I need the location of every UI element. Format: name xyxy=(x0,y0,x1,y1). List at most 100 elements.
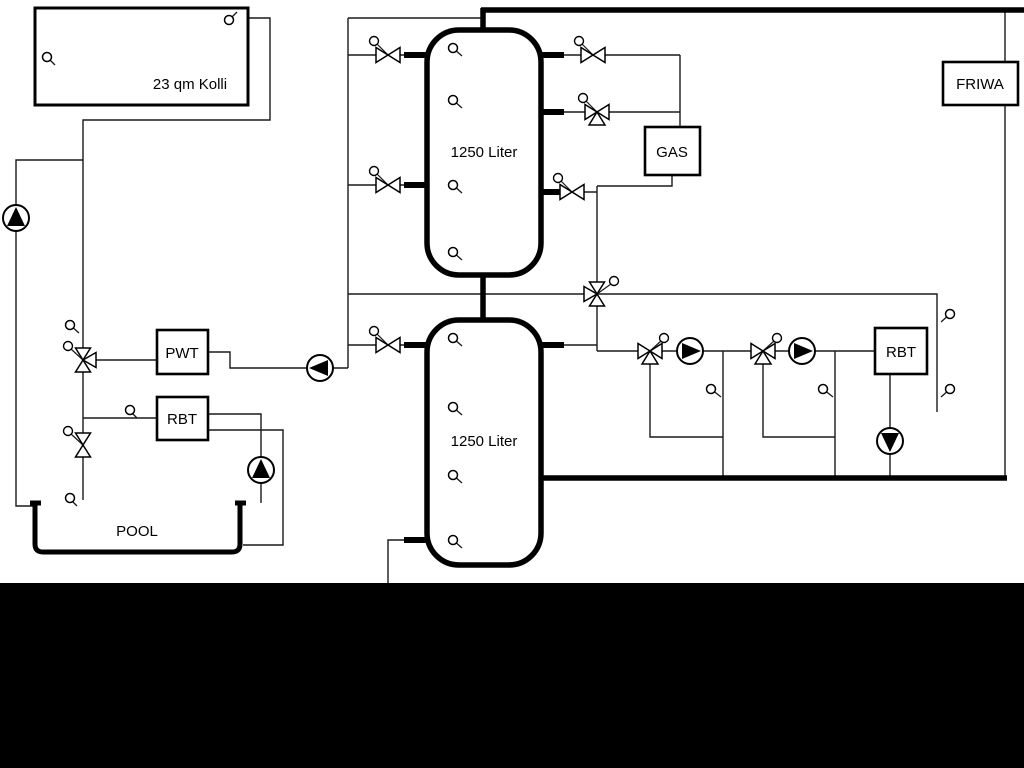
valve-tank2-left xyxy=(368,325,401,354)
three-way-valve-circuitB xyxy=(750,332,783,365)
temperature-sensor-icon xyxy=(447,332,459,344)
pool-pump xyxy=(247,456,275,484)
three-way-valve-distribution xyxy=(583,275,620,307)
three-way-valve-icon xyxy=(74,358,92,373)
actuator-icon xyxy=(658,332,670,344)
pump-arrow-down-icon xyxy=(881,433,899,452)
temperature-sensor-icon xyxy=(64,492,76,504)
three-way-valve-icon xyxy=(588,292,606,307)
rbt-right-box xyxy=(873,326,929,376)
solar-pump xyxy=(2,204,30,232)
gas-label: GAS xyxy=(656,144,688,161)
rbt-right: RBT xyxy=(873,326,929,376)
three-way-valve-icon xyxy=(761,342,776,360)
actuator-icon xyxy=(573,35,585,47)
actuator-icon xyxy=(62,340,74,352)
tank-body xyxy=(424,317,544,568)
circuitB-pump xyxy=(788,337,816,365)
solar-collector: 23 qm Kolli xyxy=(33,6,250,107)
valve-icon xyxy=(386,336,401,354)
pipe-circuitA-bypass xyxy=(649,351,723,438)
pool-label: POOL xyxy=(116,523,158,540)
tank-body xyxy=(424,27,544,278)
temperature-sensor-icon xyxy=(447,179,459,191)
pipe-gas-return xyxy=(597,175,673,187)
valve-icon xyxy=(559,183,574,201)
actuator-icon xyxy=(368,35,380,47)
letterbox-bottom xyxy=(0,583,1024,768)
temperature-sensor-icon xyxy=(124,404,136,416)
actuator-icon xyxy=(368,165,380,177)
rbt-left-box xyxy=(155,395,210,442)
valve-tank1-mid-left xyxy=(368,165,401,194)
pipe-cross-line xyxy=(348,293,938,412)
valve-icon xyxy=(591,46,606,64)
actuator-icon xyxy=(771,332,783,344)
valve-icon xyxy=(74,432,92,447)
pump-arrow-right-icon xyxy=(682,343,701,359)
pipe-pwt-out xyxy=(208,351,348,369)
pool-basin xyxy=(32,502,243,555)
sensors xyxy=(41,11,956,549)
three-way-valve-icon xyxy=(588,281,606,296)
temperature-sensor-icon xyxy=(223,14,235,26)
gas-box xyxy=(643,125,702,177)
valve-pool-line xyxy=(62,425,92,458)
actuator-icon xyxy=(552,172,564,184)
friwa-station: FRIWA xyxy=(941,60,1020,107)
pipe-collector-drop xyxy=(82,17,271,500)
rbt-left: RBT xyxy=(155,395,210,442)
three-way-valve-icon xyxy=(587,110,607,126)
three-way-valve-icon xyxy=(595,103,610,121)
three-way-valve-icon xyxy=(584,103,599,121)
three-way-valve-icon xyxy=(81,351,97,369)
pipe-tank2-bottom-out xyxy=(387,539,405,584)
actuator-icon xyxy=(62,425,74,437)
temperature-sensor-icon xyxy=(447,534,459,546)
valve-icon xyxy=(74,443,92,458)
pwt-heat-exchanger: PWT xyxy=(155,328,210,376)
rbt-right-label: RBT xyxy=(886,344,916,361)
circuitA-pump xyxy=(676,337,704,365)
pwt-box xyxy=(155,328,210,376)
pump-arrow-up-icon xyxy=(7,207,25,226)
temperature-sensor-icon xyxy=(447,246,459,258)
pipe-circuitB-bypass xyxy=(762,351,835,438)
buffer-tank-lower: 1250 Liter xyxy=(424,317,544,568)
temperature-sensor-icon xyxy=(41,51,53,63)
valve-icon xyxy=(375,46,390,64)
actuator-icon xyxy=(577,92,589,104)
three-way-valve-icon xyxy=(640,349,660,365)
pump-arrow-right-icon xyxy=(794,343,813,359)
three-way-valve-icon xyxy=(583,285,599,303)
valve-tank1-top-right xyxy=(573,35,606,64)
collector-label: 23 qm Kolli xyxy=(153,76,227,93)
valve-icon xyxy=(386,176,401,194)
friwa-box xyxy=(941,60,1020,107)
temperature-sensor-icon xyxy=(447,94,459,106)
temperature-sensor-icon xyxy=(944,383,956,395)
charge-pump xyxy=(306,354,334,382)
valve-icon xyxy=(580,46,595,64)
valve-icon xyxy=(375,176,390,194)
three-way-valve-circuitA xyxy=(637,332,670,365)
valve-tank1-mid-right xyxy=(552,172,585,201)
pipe-pool-hx-return xyxy=(208,429,284,546)
three-way-valve-solar xyxy=(62,340,97,373)
buffer-tank-upper: 1250 Liter xyxy=(424,27,544,278)
valve-icon xyxy=(375,336,390,354)
three-way-valve-gas-flow xyxy=(577,92,610,126)
tank-upper-label: 1250 Liter xyxy=(451,144,518,161)
rbt-right-pump xyxy=(876,427,904,455)
friwa-label: FRIWA xyxy=(956,76,1004,93)
pipe-network xyxy=(15,10,1006,584)
temperature-sensor-icon xyxy=(64,319,76,331)
collector-box xyxy=(33,6,250,107)
actuator-stem xyxy=(596,283,612,295)
pool: POOL xyxy=(30,500,246,555)
temperature-sensor-icon xyxy=(817,383,829,395)
pump-arrow-up-icon xyxy=(252,459,270,478)
pump-arrow-left-icon xyxy=(309,360,328,376)
tank-lower-label: 1250 Liter xyxy=(451,433,518,450)
